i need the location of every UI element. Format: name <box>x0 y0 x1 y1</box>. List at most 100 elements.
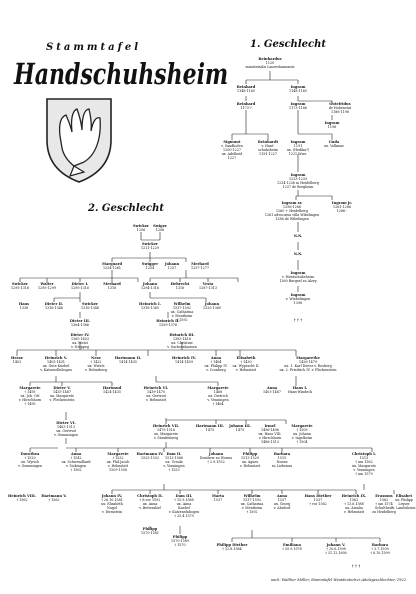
person-johann-1294: Johann 1294-1316 <box>141 282 159 290</box>
person-dam-3: Dam III. † 15.9.1588 ux. Anna Knebel v. … <box>168 494 200 518</box>
person-johann-5: Johann IV. † 26.10.1581 ux. Elisabeth Na… <box>101 494 123 514</box>
person-emiliana: Emiliana † 25.9.1578 <box>282 543 302 551</box>
person-wilhelm: Wilhelm 1537-1592 ux. Catharina v. Menth… <box>170 302 194 322</box>
person-wilhelm-1537: Wilhelm 1537-1592 ux. Catharina v. Menth… <box>240 494 264 514</box>
person-heinrich-8: Heinrich VIII. † 1562 <box>7 494 37 502</box>
person-barbara-1599: Barbara † 3.7.1599 † 8.10.1599 <box>370 543 390 555</box>
person-philipp-1570: Philipp 1570-1581 <box>141 527 159 535</box>
person-merhard-1316: Merhard 1316 <box>103 282 121 290</box>
person-anna-1464: Anna † 1464 ux. Philipp IV. v. Cronberg <box>204 356 228 372</box>
person-margarete-1532: Margarete † 1532 ux. Phil.Jacob v. Helms… <box>106 452 130 472</box>
person-dam-2: Dam II. 1513-1566 ux. Ursula v. Venninge… <box>163 452 185 472</box>
person-hans-diether: Hans Diether 1537 † vor 1562 <box>304 494 332 506</box>
source-credit: nach: Walther Möller, Stammtafel Westdeu… <box>270 578 406 582</box>
person-heinrich-6: Heinrich VI. 1439-1470 ux. Gertrud v. He… <box>143 386 169 402</box>
person-reinhardt: Reinhardt v. Hant- schuhsheim 1191-1227 <box>257 140 279 156</box>
person-hartmann-3: Hartmann III. 1475 <box>195 424 225 432</box>
person-anna-1403: Anna 1403-1467 <box>263 386 281 394</box>
person-philipp-diether: Philipp Diether † 12.8.1584 <box>216 543 248 551</box>
glove-icon <box>58 108 101 167</box>
person-reinhard-1148: Reinhard 1148-1165 <box>236 85 256 93</box>
person-hans-windeck: Hans I. Hans-Windeck <box>287 386 313 394</box>
person-hartmann-2: Hartmann II. 1414-1435 <box>114 356 142 364</box>
person-swicker-1206: Swicker 1206 <box>133 224 149 232</box>
person-johann-6: Johann V. † 20.6.1598 † 31.12.1600 <box>325 543 347 555</box>
person-dieter-2: Dieter II. 1316-1346 <box>44 302 64 310</box>
person-irmel: Irmel 1496-1496 ux. Hans VIII. v. Hirsch… <box>258 424 282 444</box>
person-marta: Marta 1537 <box>211 494 225 502</box>
person-heinrich-4: Heinrich IV. 1414-1459 <box>171 356 197 364</box>
person-ingram-1148: Ingram 1148-1165 <box>289 85 307 93</box>
person-philipp-1513: Philipp 1513-1529 ux. Agnes v. Helmstatt <box>239 452 261 468</box>
extinct-mark-1: † † † <box>293 318 303 322</box>
person-reinhardus: Reinhardus 1120 ministerialis Laureshame… <box>245 57 295 69</box>
person-hebrecht: Hebrecht 1316 <box>170 282 190 290</box>
section-1-heading: 1. Geschlecht <box>250 39 326 50</box>
person-hesse: Hesse 1403 <box>10 356 24 364</box>
person-hartmann-5: Hartmann V. † 1562 <box>41 494 67 502</box>
person-heinrich-3: Heinrich III. 1383-1418 ux. Christine v.… <box>167 333 197 349</box>
person-merhard-1257: Merhard 1257-1277 <box>191 262 209 270</box>
person-elisabet: Elisabet ux. Philipp Leyser v. Lambsheim <box>392 494 416 510</box>
person-gotefridus: Gotefridus de Hohenstat 1186-1196 <box>328 102 352 114</box>
person-ingram-1223: Ingram 1223-1239 1234-1236 in Heidelberg… <box>277 173 319 189</box>
person-ingram-1360: Ingram v. Hentschuhsheim 1360 Burgraf zu… <box>279 271 317 283</box>
person-swicker-1211: Swicker 1211-1229 <box>141 242 159 250</box>
person-marquard: Marquard 1254-1261 <box>101 262 123 270</box>
person-sigmunt: Sigmunt v. Sandhofen 1200-1227 ux. Adelh… <box>221 140 243 160</box>
person-guda: Guda ux. Volkmar <box>324 140 344 148</box>
person-nese: Nese † 1422 ux. Wirich v. Helmsberg <box>84 356 108 372</box>
person-margarete-1468: Margarete 1468 ux. Dietrich v. Venningen… <box>207 386 229 406</box>
extinct-mark-2: † † † <box>351 564 361 568</box>
person-heinrich-9: Heinrich IX. 1562 † 13.6.1588 ux. Amalia… <box>341 494 367 514</box>
person-ingram-sr: Ingram sr. 1256-1286 1260 + Heidelberg 1… <box>264 201 320 221</box>
section-2-heading: 2. Geschlecht <box>88 203 164 214</box>
person-heinrich-5: Heinrich V. 1405-1431 ux. Gute Knebel v.… <box>40 356 72 372</box>
person-dieter-4: Dieter IV. 1365-1403 ux. Metzi v. Neippe… <box>70 333 90 349</box>
coat-of-arms-icon <box>46 98 112 183</box>
person-hartmann-4: Hartmann IV. 1525-1532 <box>136 452 164 460</box>
person-elisabeth: Elisabeth † 1430 ux. Wypracht II. v. Hel… <box>232 356 260 372</box>
person-reinhard-1173: Reinhard 1173-? <box>236 102 256 110</box>
person-margarethe-1426: Margarethe 1426-1479 ux. 1. Karl Dieter … <box>279 356 337 372</box>
person-walter: Walter 1295-1299 <box>38 282 56 290</box>
person-johann-domherr: Johann Domherr zu Worms † 2.9.1552 <box>199 452 233 464</box>
person-swiger-1206: Swiger 1206 <box>153 224 167 232</box>
person-johann-1257: Johann 1257 <box>164 262 180 270</box>
person-margarete-1509: Margarete † 1509 ux. Johann v. Ingelheim… <box>291 424 313 444</box>
person-ingram-1396: Ingram v. Wiebelingen 1396 <box>285 293 311 305</box>
person-anna-1537: Anna 1537 ux. Georg v. Ahrdorf <box>273 494 291 510</box>
person-johann-3: Johann III. 1475 <box>229 424 251 432</box>
person-hartmud: Hartmud 1424-1435 <box>102 386 122 394</box>
person-erasmus: Erasmus 1562 † um 1574 Schultheiß zu Hei… <box>372 494 396 514</box>
person-hans-1338: Hans 1338 <box>18 302 30 310</box>
person-swicker-1316: Swicker 1316-1346 <box>81 302 99 310</box>
person-dieter-6: Dieter VI. 1463-1513 ux. Gertrud v. Gemm… <box>54 421 78 437</box>
person-ingram-1196: Ingram 1196 <box>324 121 340 129</box>
person-christoph-1: Christoph I. 1513 † um 1562 ux. Margaret… <box>351 452 377 476</box>
stammtafel-title: Stammtafel <box>46 42 142 53</box>
person-dieter-5: Dieter V. 1435-1487 ux. Margarete v. Fle… <box>49 386 75 402</box>
person-nn-2: N.N. <box>293 252 303 256</box>
person-nn-1: N.N. <box>293 234 303 238</box>
handschuhsheim-title: Handschuhsheim <box>14 58 229 92</box>
person-swicker-1295: Swicker 1295-1316 <box>11 282 29 290</box>
person-ingram-1173: Ingram 1173-1186 <box>289 102 307 110</box>
person-ingram-1191: Ingram 1191 ux. (Hedika?) 1221 Wwe. <box>286 140 310 156</box>
person-dieter-1: Dieter I. 1295-1316 <box>71 282 89 290</box>
person-johann-1320: Johann 1320-1360 <box>203 302 221 310</box>
person-heinrich-1: Heinrich I. 1316-1365 <box>139 302 161 310</box>
person-christoph-2: Christoph II. † 8.vor 1592 ux. Anna v. B… <box>137 494 163 510</box>
person-dieter-3: Dieter III. 1364-1386 <box>69 319 91 327</box>
person-ingram-jr: Ingram jr. 1261-1286 1286 - <box>331 201 353 213</box>
person-philipp-1589: Philipp 1570-1589 † 1570 <box>171 535 189 547</box>
person-barbara-1515: Barbara 1515 Nonne zu Liebenau <box>271 452 293 468</box>
person-margarete-1495: Margarete † 1495 ux. Joh. Ott v. Hirschh… <box>18 386 42 406</box>
person-dorothea: Dorothea † 1520 ux. Wyrich v. Gemmingen <box>18 452 42 468</box>
person-heinrich-2: Heinrich II. 1359-1376 <box>156 319 180 327</box>
person-swigger: Swigger 1254 <box>141 262 159 270</box>
person-anna-1542: Anna † 1542 ux. Schwendhard v. Sickingen… <box>61 452 91 472</box>
person-heinrich-7: Heinrich VII. 1475-1516 ux. Margarete v.… <box>152 424 180 440</box>
person-vesta: Vesta 1287-1313 <box>199 282 217 290</box>
